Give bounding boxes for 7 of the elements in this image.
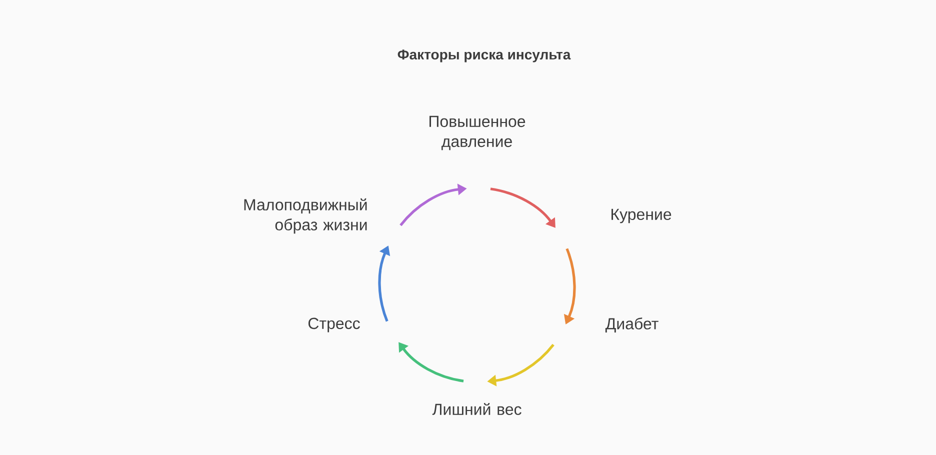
factor-label: Лишний вес <box>432 402 522 416</box>
factor-label: Стресс <box>308 318 360 332</box>
factor-label: Курение <box>612 208 672 224</box>
factor-label: Малоподвижный образ жизни <box>244 198 367 234</box>
factor-label: Повышенное давление <box>430 116 526 150</box>
title: Факторы риска инсульта <box>398 50 571 62</box>
factor-label: Диабет <box>605 318 658 332</box>
